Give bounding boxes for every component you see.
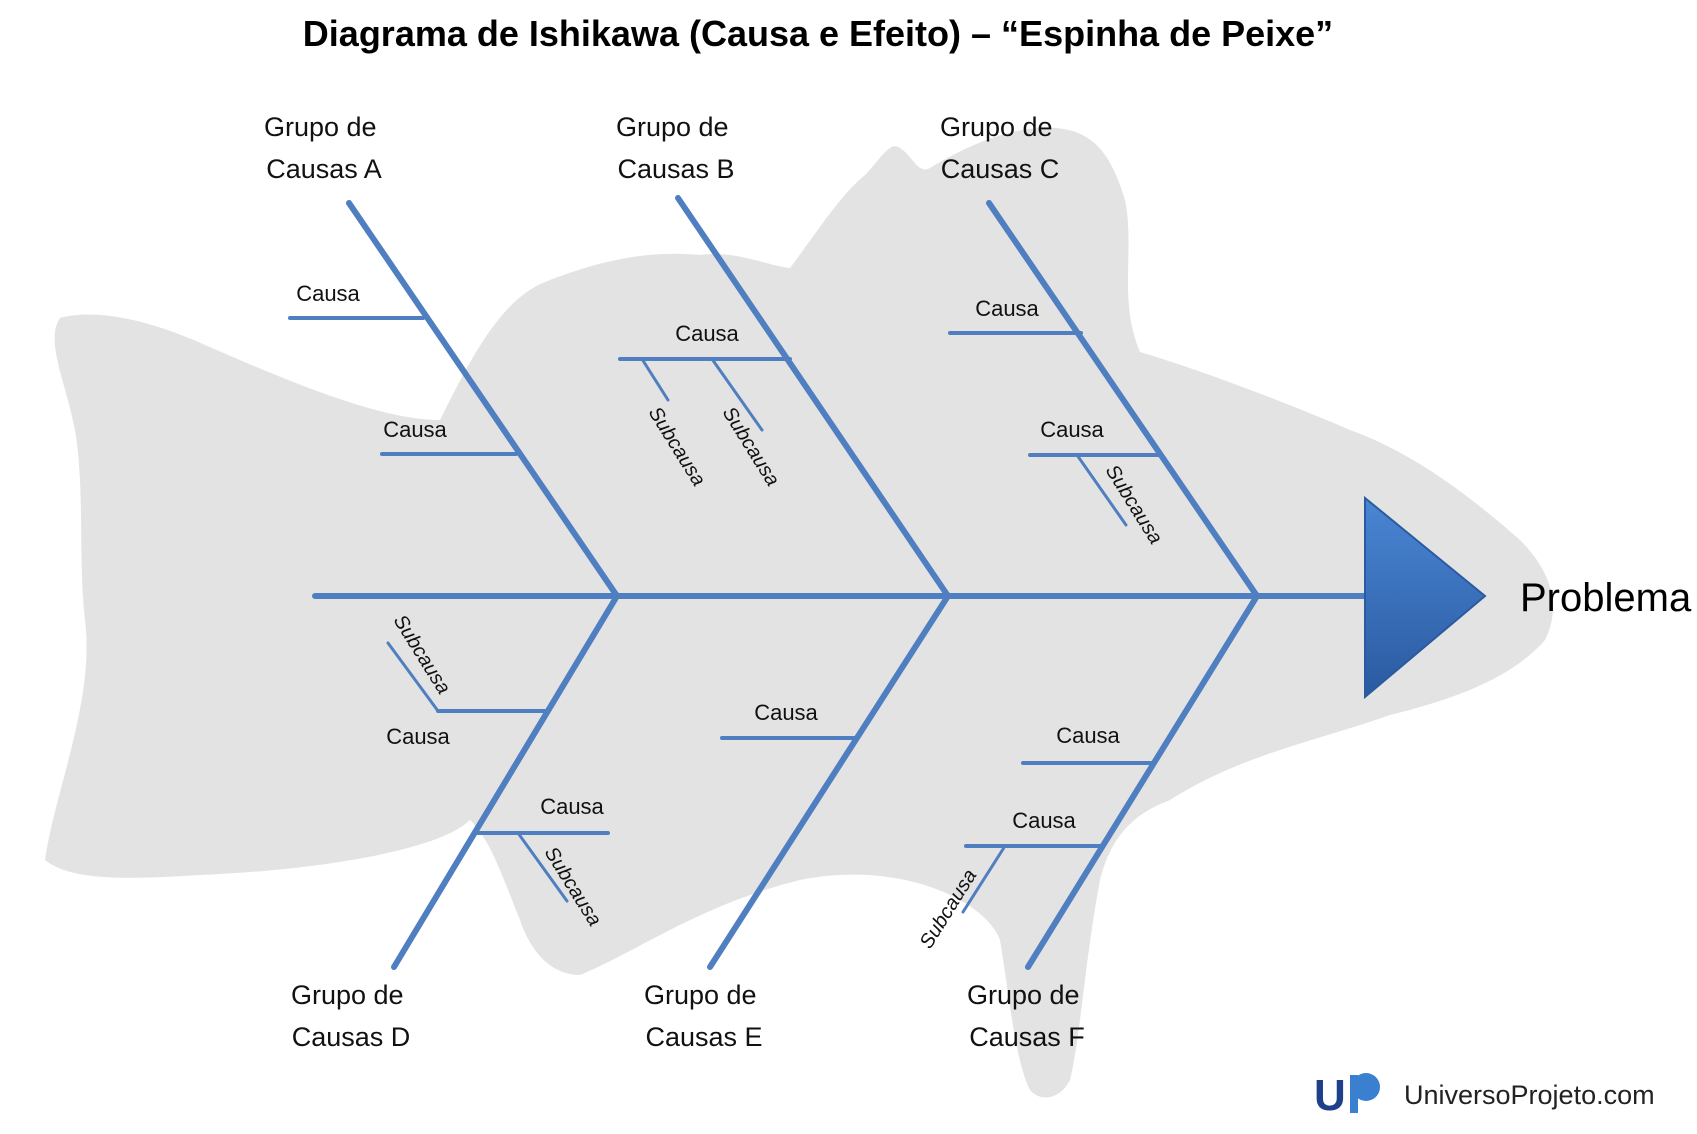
subcause-line-c1	[1075, 453, 1128, 527]
subcause-line-d1	[386, 641, 440, 713]
group-c-label: Grupo de Causas C	[940, 112, 1060, 184]
group-a-label: Grupo de Causas A	[264, 112, 384, 184]
cause-d2-label: Causa	[540, 794, 604, 819]
bone-group-e	[707, 593, 951, 970]
cause-d1-label: Causa	[386, 724, 450, 749]
bone-group-f	[1025, 593, 1260, 970]
cause-b1-label: Causa	[675, 321, 739, 346]
group-f-label: Grupo de Causas F	[967, 980, 1087, 1052]
problem-label: Problema	[1520, 576, 1692, 620]
cause-c2-label: Causa	[1040, 417, 1104, 442]
logo-p-glyph	[1352, 1073, 1380, 1101]
brand-text: UniversoProjeto.com	[1404, 1080, 1655, 1110]
diagram-title: Diagrama de Ishikawa (Causa e Efeito) – …	[303, 13, 1333, 54]
cause-f2-label: Causa	[1012, 808, 1076, 833]
subcause-line-b2	[710, 357, 764, 432]
group-b-label: Grupo de Causas B	[616, 112, 736, 184]
subcause-line-d2	[516, 831, 569, 903]
cause-a1-label: Causa	[296, 281, 360, 306]
cause-e1-label: Causa	[754, 700, 818, 725]
group-e-label: Grupo de Causas E	[644, 980, 764, 1052]
problem-head-arrow	[1364, 495, 1487, 700]
cause-a2-label: Causa	[383, 417, 447, 442]
group-d-label: Grupo de Causas D	[291, 980, 411, 1052]
logo-u-glyph: U	[1314, 1071, 1346, 1120]
fish-silhouette	[45, 127, 1553, 1098]
subcause-line-b1	[640, 357, 670, 402]
bone-group-b	[675, 195, 951, 599]
universoprojeto-logo: U	[1314, 1071, 1380, 1120]
bone-group-a	[346, 200, 620, 599]
cause-c1-label: Causa	[975, 296, 1039, 321]
bone-group-d	[391, 593, 620, 970]
bone-group-c	[986, 200, 1260, 599]
cause-f1-label: Causa	[1056, 723, 1120, 748]
subcause-line-f1	[961, 844, 1007, 914]
